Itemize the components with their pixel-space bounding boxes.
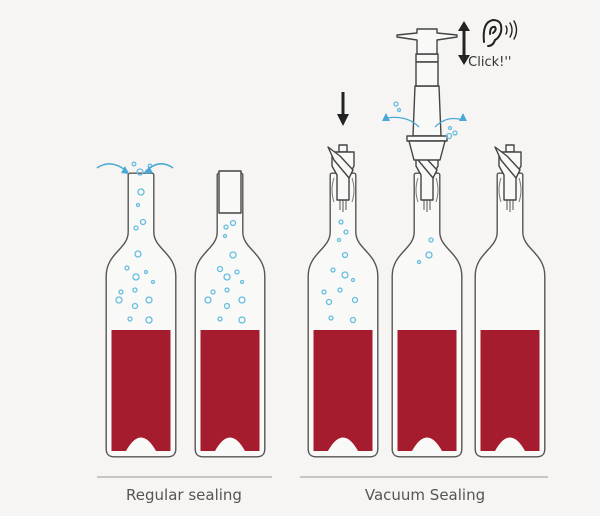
air-flow-arrow-icon	[96, 163, 174, 174]
wine-fill	[480, 330, 540, 451]
cork	[218, 170, 242, 214]
bottle-with-pump: ''Click!''	[382, 18, 518, 455]
air-bubbles	[393, 101, 458, 265]
vacuum-pump	[396, 28, 458, 161]
regular-sealing-label: Regular sealing	[126, 486, 242, 504]
ear-icon	[482, 18, 518, 47]
bottle-corked	[197, 170, 263, 455]
bottle-stopper-insert	[310, 92, 376, 455]
click-label: ''Click!''	[461, 55, 511, 70]
bottle-sealed	[477, 144, 543, 455]
down-arrow-icon	[337, 92, 349, 126]
bottle-open	[96, 161, 174, 455]
air-bubbles	[204, 219, 246, 324]
wine-fill	[397, 330, 457, 451]
wine-fill	[313, 330, 373, 451]
air-flow-arrow-icon	[382, 113, 467, 128]
wine-fill	[200, 330, 260, 451]
vacuum-sealing-label: Vacuum Sealing	[365, 486, 485, 504]
up-down-arrow-icon	[458, 21, 470, 65]
air-bubbles	[321, 219, 359, 324]
wine-fill	[111, 330, 171, 451]
